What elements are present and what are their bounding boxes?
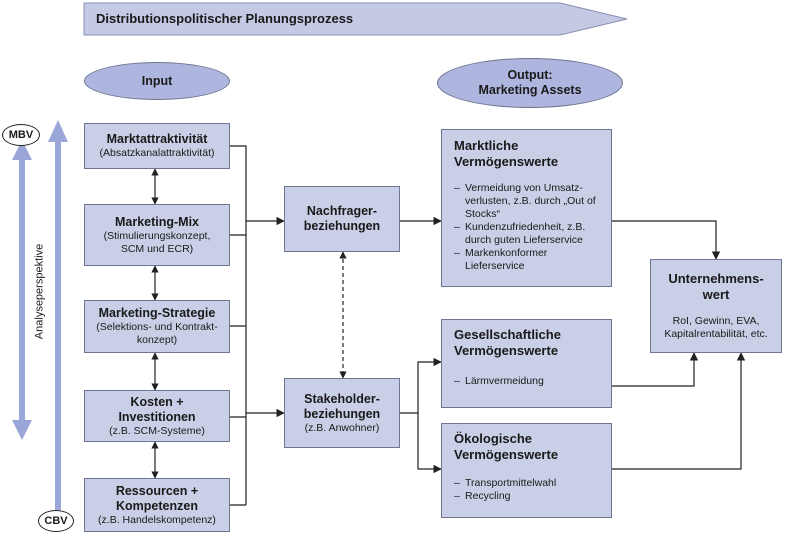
output-header-line1: Output: <box>507 68 553 82</box>
analysis-perspective-arrow <box>12 120 68 510</box>
output-item: Recycling <box>454 490 603 503</box>
mbv-badge: MBV <box>2 124 40 146</box>
output-header-line2: Marketing Assets <box>478 83 582 97</box>
output-header: Output: Marketing Assets <box>437 58 623 108</box>
output-item: Markenkonformer Lieferservice <box>454 247 603 273</box>
arrow-oekologische-to-wert <box>612 352 746 470</box>
input-box-marketing-mix: Marketing-Mix (Stimulierungskonzept, SCM… <box>84 204 230 266</box>
banner-title: Distributionspolitischer Planungsprozess <box>96 11 354 26</box>
input-header-label: Input <box>141 73 173 88</box>
input-title: Marketing-Mix <box>114 214 200 229</box>
input-sub: (Selektions- und Kontrakt-konzept) <box>96 321 218 346</box>
input-collector-line <box>230 145 247 506</box>
input-title: Marketing-Strategie <box>98 306 216 320</box>
input-box-marktattraktivitaet: Marktattraktivität (Absatzkanalattraktiv… <box>84 123 230 169</box>
output-title: Ökologische Vermögenswerte <box>454 431 559 462</box>
middle-title: Stakeholder-beziehungen <box>303 391 381 421</box>
input-box-kosten: Kosten + Investitionen (z.B. SCM-Systeme… <box>84 390 230 442</box>
result-title: Unternehmens-wert <box>668 271 764 302</box>
middle-box-stakeholder: Stakeholder-beziehungen (z.B. Anwohner) <box>284 378 400 448</box>
output-item: Lärmvermeidung <box>454 375 603 388</box>
cbv-badge: CBV <box>38 510 74 532</box>
input-sub: (Absatzkanalattraktivität) <box>99 147 215 159</box>
input-sub: (z.B. Handelskompetenz) <box>98 513 216 526</box>
output-title: Marktliche Vermögenswerte <box>454 138 559 169</box>
middle-box-nachfrager: Nachfrager-beziehungen <box>284 186 400 252</box>
output-title: Gesellschaftliche Vermögenswerte <box>454 327 561 358</box>
arrow-gesellschaftliche-to-wert <box>612 352 699 387</box>
input-title: Kosten + Investitionen <box>118 394 196 424</box>
input-title: Marktattraktivität <box>106 132 208 146</box>
output-box-oekologische: Ökologische Vermögenswerte Transportmitt… <box>441 423 612 518</box>
input-sub: (Stimulierungskonzept, SCM und ECR) <box>103 229 211 255</box>
input-sub: (z.B. SCM-Systeme) <box>109 424 205 437</box>
input-box-ressourcen: Ressourcen + Kompetenzen (z.B. Handelsko… <box>84 478 230 532</box>
output-item: Vermeidung von Umsatz-verlusten, z.B. du… <box>454 182 603 221</box>
middle-sub: (z.B. Anwohner) <box>304 421 380 434</box>
result-box-unternehmenswert: Unternehmens-wert RoI, Gewinn, EVA, Kapi… <box>650 259 782 353</box>
output-box-gesellschaftliche: Gesellschaftliche Vermögenswerte Lärmver… <box>441 319 612 408</box>
arrow-marktliche-to-wert <box>612 220 721 260</box>
arrow-to-oekologische <box>417 413 442 474</box>
axis-label: Analyseperspektive <box>33 243 46 340</box>
arrow-to-gesellschaftliche <box>400 357 442 414</box>
input-header: Input <box>84 62 230 100</box>
input-box-marketing-strategie: Marketing-Strategie (Selektions- und Kon… <box>84 300 230 353</box>
banner-arrow <box>83 2 628 36</box>
result-sub: RoI, Gewinn, EVA, Kapitalrentabilität, e… <box>664 315 768 340</box>
input-title: Ressourcen + Kompetenzen <box>115 483 199 513</box>
middle-title: Nachfrager-beziehungen <box>303 204 381 233</box>
output-item: Transportmittelwahl <box>454 477 603 490</box>
output-box-marktliche: Marktliche Vermögenswerte Vermeidung von… <box>441 129 612 287</box>
output-item: Kundenzufriedenheit, z.B. durch guten Li… <box>454 221 603 247</box>
